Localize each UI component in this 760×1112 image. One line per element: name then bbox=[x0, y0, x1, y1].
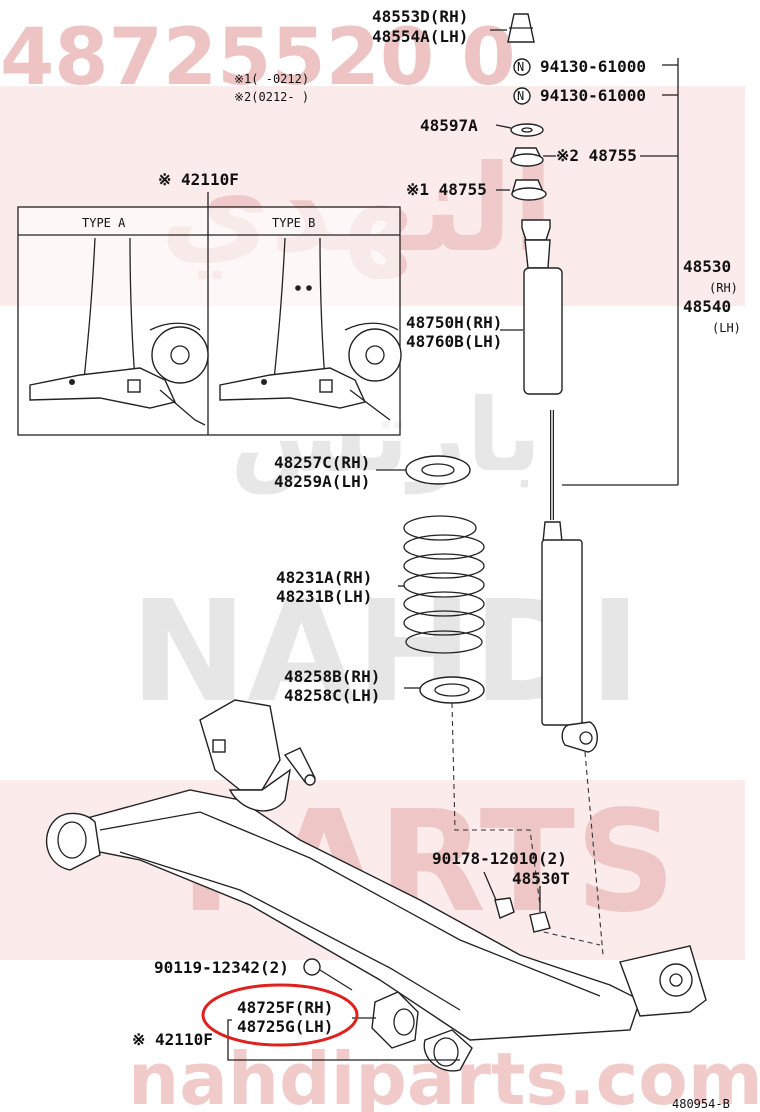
upper-spring-seat bbox=[405, 455, 471, 485]
watermark-top-number: 48725520 0 bbox=[0, 13, 516, 103]
bolt-90119 bbox=[303, 958, 321, 976]
nut-90178 bbox=[494, 897, 515, 919]
label-48597A: 48597A bbox=[420, 116, 478, 135]
label-48750H: 48750H(RH) bbox=[406, 313, 502, 332]
nut-symbol-1-text: N bbox=[517, 60, 524, 74]
label-48540: 48540 bbox=[683, 297, 731, 316]
label-48259A: 48259A(LH) bbox=[274, 472, 370, 491]
nut-48530T bbox=[529, 911, 551, 933]
type-b-sketch bbox=[219, 237, 402, 421]
assembly-bracket bbox=[562, 58, 679, 486]
coil-spring bbox=[398, 515, 485, 654]
left-bushing-eye bbox=[45, 812, 101, 871]
label-48725G: 48725G(LH) bbox=[237, 1017, 333, 1036]
label-48231A: 48231A(RH) bbox=[276, 568, 372, 587]
label-48755-type2: ※2 48755 bbox=[556, 146, 637, 165]
note-1: ※1( -0212) bbox=[234, 72, 309, 86]
label-48530T: 48530T bbox=[512, 869, 570, 888]
beam-body bbox=[79, 789, 641, 1041]
washer-part bbox=[510, 123, 544, 137]
label-48258C: 48258C(LH) bbox=[284, 686, 380, 705]
part-labels: 48553D(RH) 48554A(LH) 94130-61000 94130-… bbox=[132, 7, 741, 1061]
label-48231B: 48231B(LH) bbox=[276, 587, 372, 606]
label-48257C: 48257C(RH) bbox=[274, 453, 370, 472]
highlight-ellipse bbox=[201, 983, 359, 1047]
label-90119: 90119-12342(2) bbox=[154, 958, 289, 977]
label-48760B: 48760B(LH) bbox=[406, 332, 502, 351]
diagram-code: 480954-B bbox=[672, 1097, 730, 1111]
nut-symbol-2 bbox=[513, 87, 531, 105]
label-48530-rh: (RH) bbox=[709, 281, 738, 295]
shock-upper-body bbox=[523, 267, 563, 395]
label-48554A: 48554A(LH) bbox=[372, 27, 468, 46]
rear-axle-beam bbox=[45, 699, 707, 1072]
lower-spring-seat bbox=[419, 676, 485, 704]
label-bolt-2: 94130-61000 bbox=[540, 86, 646, 105]
label-48530: 48530 bbox=[683, 257, 731, 276]
label-48755-type1: ※1 48755 bbox=[406, 180, 487, 199]
shock-stack: N N bbox=[376, 13, 604, 956]
inset-part-label: ※ 42110F bbox=[158, 170, 239, 189]
label-48725F: 48725F(RH) bbox=[237, 998, 333, 1017]
label-42110F: ※ 42110F bbox=[132, 1030, 213, 1049]
label-90178: 90178-12010(2) bbox=[432, 849, 567, 868]
label-42110F-leader bbox=[227, 1019, 460, 1061]
label-bolt-1: 94130-61000 bbox=[540, 57, 646, 76]
note-2: ※2(0212- ) bbox=[234, 90, 309, 104]
type-b-label: TYPE B bbox=[272, 216, 315, 230]
label-48258B: 48258B(RH) bbox=[284, 667, 380, 686]
type-a-sketch bbox=[29, 237, 209, 426]
label-48540-lh: (LH) bbox=[712, 321, 741, 335]
left-arm-tower bbox=[199, 699, 281, 791]
nut-symbol-1 bbox=[513, 58, 531, 76]
inset-panel: ※ 42110F TYPE A TYPE B bbox=[17, 170, 402, 436]
type-a-label: TYPE A bbox=[82, 216, 126, 230]
shock-lower-body bbox=[541, 539, 583, 726]
boot-cap-part bbox=[521, 219, 551, 241]
label-48553D: 48553D(RH) bbox=[372, 7, 468, 26]
nut-symbol-2-text: N bbox=[517, 89, 524, 103]
